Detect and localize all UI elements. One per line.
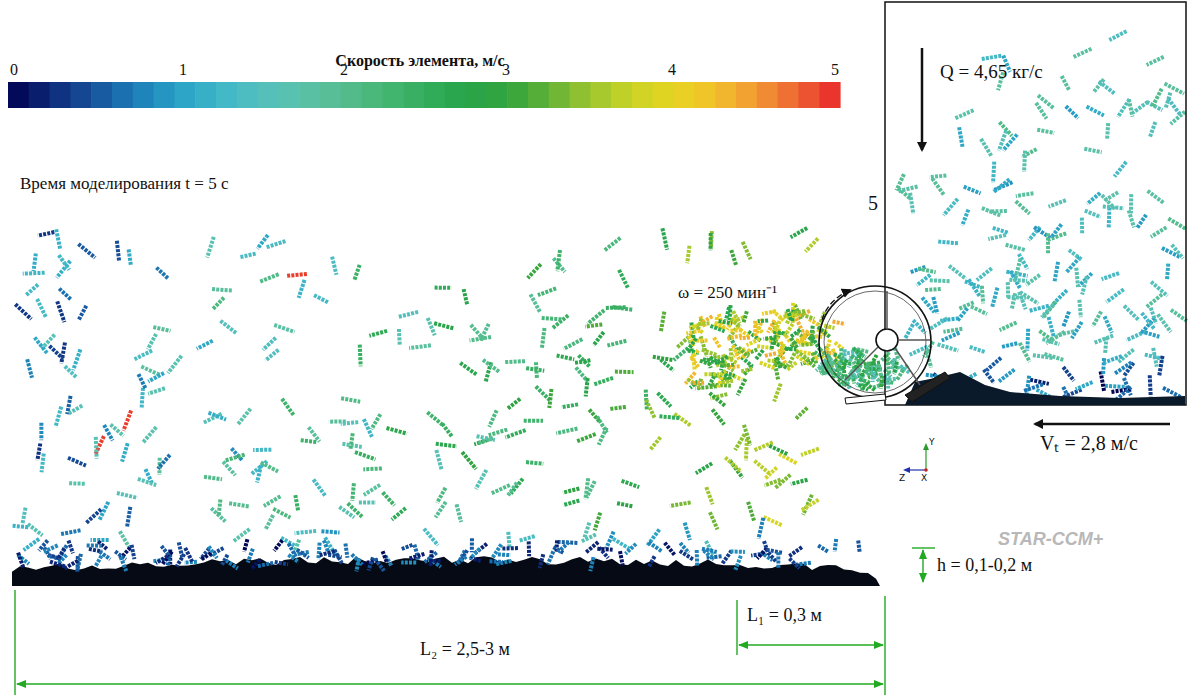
time-note: Время моделирования t = 5 с — [18, 175, 230, 194]
travel-speed: Vₜ = 2,8 м/с — [1038, 432, 1140, 454]
colorbar-title: Скорость элемента, м/с — [333, 52, 506, 70]
tick-label: 1 — [177, 61, 189, 79]
particles — [13, 31, 1187, 573]
feed-arrow — [921, 48, 924, 150]
layer-height: h = 0,1-0,2 м — [935, 556, 1034, 576]
axis-label: X — [921, 474, 927, 484]
axis-label: Z — [899, 474, 905, 484]
hopper-pile — [905, 372, 1185, 405]
tick-label: 3 — [500, 61, 512, 79]
color-bar — [8, 82, 841, 108]
rotation-arrow — [822, 290, 850, 320]
dimension-lines — [15, 548, 935, 695]
ground-layer — [12, 556, 880, 586]
watermark: STAR-CCM+ — [996, 530, 1105, 550]
tick-label: 4 — [666, 61, 678, 79]
dimension-label: L₁ = 0,3 м — [745, 606, 824, 626]
dimension-label: L₂ = 2,5-3 м — [418, 640, 512, 660]
travel-arrow — [1035, 423, 1170, 426]
axis-label: Y — [929, 438, 935, 448]
rotor-speed: ω = 250 мин⁻¹ — [676, 284, 779, 303]
rotor — [819, 286, 950, 404]
tick-label: 2 — [338, 61, 350, 79]
feed-rate: Q = 4,65 кг/с — [938, 62, 1045, 83]
tick-label: 0 — [8, 61, 20, 79]
callout-number: 5 — [866, 192, 880, 214]
tick-label: 5 — [829, 61, 841, 79]
axis-triad — [903, 443, 929, 473]
